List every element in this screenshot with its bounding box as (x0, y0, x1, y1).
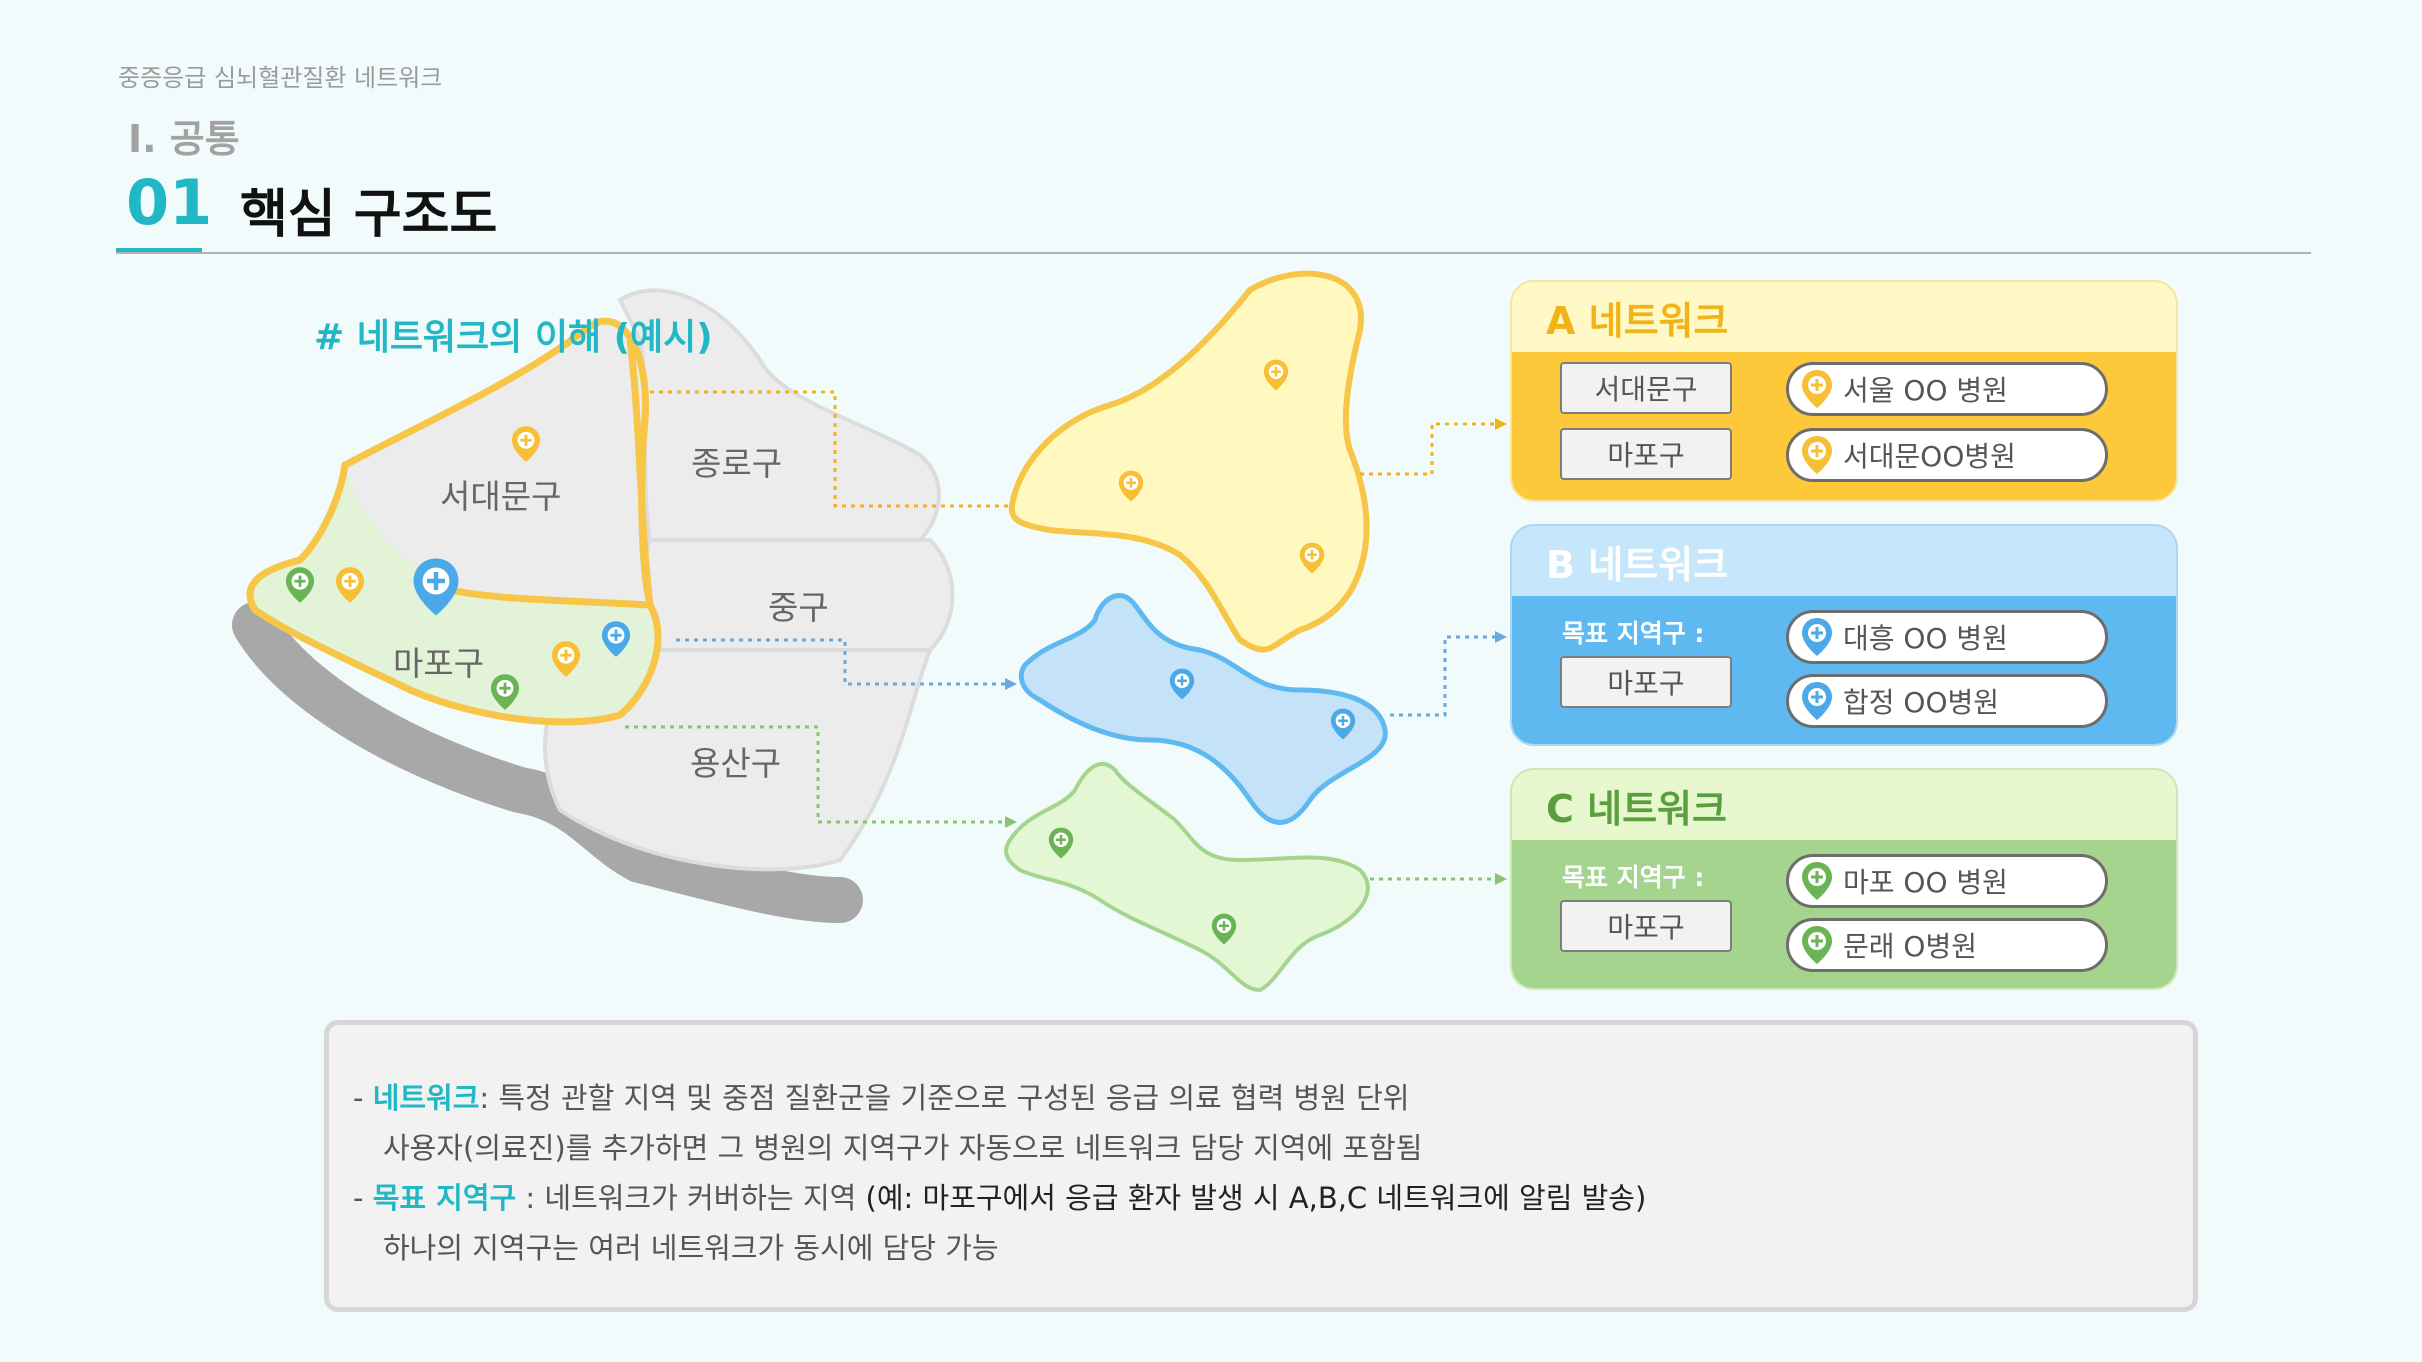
arrow-a-out (1495, 418, 1507, 430)
network-b-body: 목표 지역구 : 마포구 대흥 OO 병원 합정 OO병원 (1512, 596, 2176, 744)
arrow-c (1005, 816, 1017, 828)
connector-c (625, 725, 1005, 824)
region-tag: 마포구 (1560, 428, 1732, 480)
network-a-title: A 네트워크 (1546, 298, 1729, 343)
note-network: - 네트워크: 특정 관할 지역 및 중점 질환군을 기준으로 구성된 응급 의… (353, 1081, 1410, 1115)
map-pin-icon (1801, 925, 1833, 965)
hospital-name: 서대문OO병원 (1843, 440, 2016, 473)
district-label-mapo: 마포구 (393, 644, 485, 683)
network-c-shape (1004, 762, 1370, 993)
map-caption: # 네트워크의 이해 (예시) (314, 317, 713, 358)
section-number-underline (116, 248, 202, 254)
section-number: 01 (126, 166, 213, 239)
network-b-shape (1018, 593, 1388, 825)
connector-b (676, 638, 1005, 686)
district-label-seodaemun: 서대문구 (440, 477, 562, 516)
note-keyword: 네트워크 (372, 1081, 480, 1115)
breadcrumb: 중증응급 심뇌혈관질환 네트워크 (118, 64, 443, 92)
region-tag: 마포구 (1560, 656, 1732, 708)
note-example: (예: 마포구에서 응급 환자 발생 시 A,B,C 네트워크에 알림 발송) (865, 1181, 1647, 1215)
connector-a (650, 390, 1010, 508)
map-pin-icon (1801, 435, 1833, 475)
note-target-region-detail: 하나의 지역구는 여러 네트워크가 동시에 담당 가능 (383, 1231, 999, 1265)
network-a-outline (246, 317, 662, 726)
map-pin-icon (1801, 617, 1833, 657)
map-pin-icon (1801, 861, 1833, 901)
district-shape-yongsan (543, 648, 933, 872)
region-tag: 서대문구 (1560, 362, 1732, 414)
note-keyword: 목표 지역구 (372, 1181, 517, 1215)
network-b-title: B 네트워크 (1546, 542, 1729, 587)
hospital-pill[interactable]: 서대문OO병원 (1786, 428, 2108, 482)
district-border (449, 339, 654, 609)
hospital-name: 서울 OO 병원 (1843, 374, 2008, 407)
network-c-body: 목표 지역구 : 마포구 마포 OO 병원 문래 O병원 (1512, 840, 2176, 988)
hospital-name: 합정 OO병원 (1843, 686, 2000, 719)
network-b-card: B 네트워크 목표 지역구 : 마포구 대흥 OO 병원 합정 OO병원 (1510, 524, 2178, 746)
district-label-yongsan: 용산구 (690, 744, 782, 783)
network-a-card: A 네트워크 서대문구 마포구 서울 OO 병원 서대문OO병원 (1510, 280, 2178, 502)
hospital-pill[interactable]: 문래 O병원 (1786, 918, 2108, 972)
note-target-region: - 목표 지역구 : 네트워크가 커버하는 지역 (예: 마포구에서 응급 환자… (353, 1181, 1647, 1215)
district-shape-seodaemun (345, 321, 650, 605)
map-pin-icon (1801, 369, 1833, 409)
region-tag: 마포구 (1560, 900, 1732, 952)
connector-b-out (1390, 635, 1495, 717)
network-a-body: 서대문구 마포구 서울 OO 병원 서대문OO병원 (1512, 352, 2176, 500)
connector-a-out (1360, 422, 1495, 476)
target-region-label: 목표 지역구 : (1562, 863, 1705, 892)
notes-box: - 네트워크: 특정 관할 지역 및 중점 질환군을 기준으로 구성된 응급 의… (324, 1020, 2198, 1312)
arrow-c-out (1495, 873, 1507, 885)
hospital-name: 마포 OO 병원 (1843, 866, 2008, 899)
district-label-jung: 중구 (768, 588, 829, 627)
hospital-pill[interactable]: 대흥 OO 병원 (1786, 610, 2108, 664)
page-title: 핵심 구조도 (240, 185, 498, 245)
district-label-jongno: 종로구 (691, 444, 783, 483)
network-c-title: C 네트워크 (1546, 786, 1727, 831)
hospital-name: 문래 O병원 (1843, 930, 1977, 963)
hospital-pill[interactable]: 마포 OO 병원 (1786, 854, 2108, 908)
header-divider (116, 252, 2311, 254)
network-a-shape (1008, 270, 1370, 653)
hospital-name: 대흥 OO 병원 (1843, 622, 2008, 655)
note-network-detail: 사용자(의료진)를 추가하면 그 병원의 지역구가 자동으로 네트워크 담당 지… (383, 1131, 1423, 1165)
hospital-pill[interactable]: 합정 OO병원 (1786, 674, 2108, 728)
network-c-card: C 네트워크 목표 지역구 : 마포구 마포 OO 병원 문래 O병원 (1510, 768, 2178, 990)
map-pin-icon (1801, 681, 1833, 721)
section-label: Ⅰ. 공통 (128, 117, 240, 161)
target-region-label: 목표 지역구 : (1562, 619, 1705, 648)
arrow-b-out (1495, 631, 1507, 643)
hospital-pill[interactable]: 서울 OO 병원 (1786, 362, 2108, 416)
arrow-b (1005, 678, 1017, 690)
